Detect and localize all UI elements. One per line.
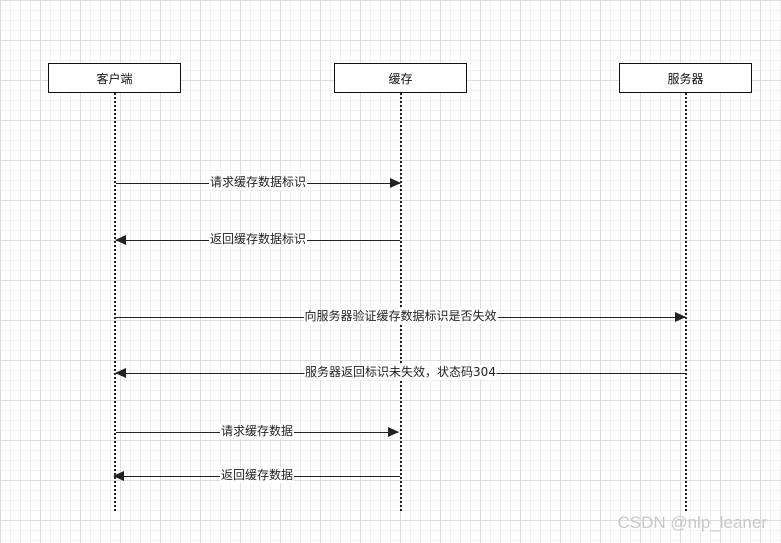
- message-3: 向服务器验证缓存数据标识是否失效: [116, 309, 686, 324]
- participant-server: 服务器: [619, 63, 752, 93]
- arrow-left-icon: [113, 471, 124, 481]
- arrow-left-icon: [115, 235, 126, 245]
- arrow-right-icon: [388, 427, 399, 437]
- message-label: 向服务器验证缓存数据标识是否失效: [303, 309, 498, 324]
- message-label: 返回缓存数据: [219, 468, 295, 483]
- message-6: 返回缓存数据: [113, 468, 400, 483]
- message-label: 请求缓存数据: [219, 424, 295, 439]
- message-label: 服务器返回标识未失效，状态码304: [304, 365, 497, 380]
- message-label: 请求缓存数据标识: [208, 175, 308, 190]
- arrow-left-icon: [115, 368, 126, 378]
- watermark: CSDN @nlp_leaner: [617, 513, 767, 532]
- arrow-right-icon: [675, 312, 686, 322]
- arrow-right-icon: [390, 178, 401, 188]
- message-5: 请求缓存数据: [116, 424, 399, 439]
- lifeline-client: [114, 93, 116, 511]
- message-4: 服务器返回标识未失效，状态码304: [115, 365, 685, 380]
- lifeline-server: [685, 93, 687, 511]
- message-2: 返回缓存数据标识: [115, 232, 400, 247]
- lifeline-cache: [400, 93, 402, 511]
- message-label: 返回缓存数据标识: [208, 232, 308, 247]
- participant-client: 客户端: [48, 63, 181, 93]
- participant-cache: 缓存: [334, 63, 467, 93]
- message-1: 请求缓存数据标识: [116, 175, 401, 190]
